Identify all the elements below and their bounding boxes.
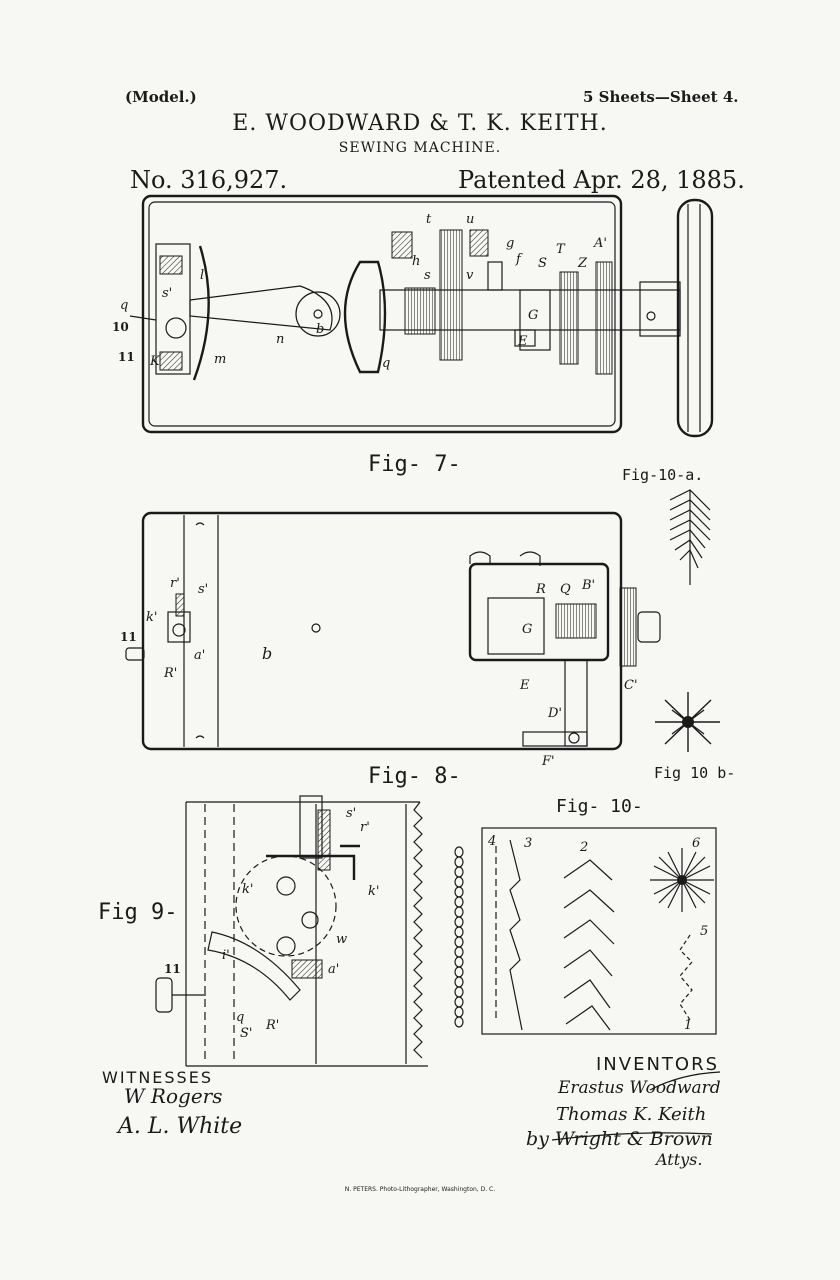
ref-letter: k' xyxy=(242,882,254,897)
fig10b-label: Fig 10 b- xyxy=(654,764,736,782)
patent-number: No. 316,927. xyxy=(130,166,288,194)
ref-number: 11 xyxy=(120,630,137,644)
ref-letter: r' xyxy=(170,576,180,591)
ref-number: 10 xyxy=(112,320,129,334)
fig7-drawing xyxy=(129,194,714,438)
inventors-line: E. WOODWARD & T. K. KEITH. xyxy=(232,111,608,136)
stitch-number: 4 xyxy=(488,834,497,849)
ref-letter: S' xyxy=(240,1026,253,1041)
ref-letter: T xyxy=(556,242,565,257)
ref-letter: g xyxy=(506,236,515,251)
ref-letter: q xyxy=(120,298,129,313)
witness-signature-2: A. L. White xyxy=(118,1114,243,1139)
ref-letter: R' xyxy=(164,666,178,681)
inventors-label: INVENTORS xyxy=(596,1054,720,1075)
stitch-number: 2 xyxy=(580,840,589,855)
ref-letter: k' xyxy=(146,610,158,625)
inventor-signature-1: Erastus Woodward xyxy=(558,1078,721,1098)
model-label: (Model.) xyxy=(125,88,197,106)
ref-letter: s' xyxy=(162,286,173,301)
ref-letter: G xyxy=(528,308,539,323)
fig7-label: Fig- 7- xyxy=(368,452,461,477)
ref-letter: i' xyxy=(222,948,230,963)
witnesses-label: WITNESSES xyxy=(102,1068,213,1087)
ref-letter: r' xyxy=(360,820,370,835)
fig9-drawing xyxy=(155,795,428,1067)
ref-letter: u xyxy=(466,212,475,227)
ref-letter: b xyxy=(262,644,273,663)
fig9-label: Fig 9- xyxy=(98,900,178,925)
ref-letter: F' xyxy=(542,754,555,769)
ref-letter: t xyxy=(426,212,432,227)
ref-letter: C' xyxy=(624,678,638,693)
ref-letter: A' xyxy=(594,236,607,251)
stitch-number: 5 xyxy=(700,924,709,939)
ref-number: 11 xyxy=(118,350,135,364)
attys-label: Attys. xyxy=(656,1150,703,1169)
stitch-number: 1 xyxy=(684,1018,693,1033)
ref-letter: k' xyxy=(368,884,380,899)
patent-date: Patented Apr. 28, 1885. xyxy=(458,166,745,194)
ref-letter: w xyxy=(336,932,348,947)
ref-number: 11 xyxy=(164,962,181,976)
ref-letter: Q xyxy=(560,582,571,597)
ref-letter: G xyxy=(522,622,533,637)
ref-letter: Z xyxy=(578,256,588,271)
ref-letter: K xyxy=(150,354,160,369)
ref-letter: f xyxy=(516,252,521,267)
ref-letter: m xyxy=(214,352,227,367)
ref-letter: a' xyxy=(194,648,206,663)
ref-letter: b xyxy=(316,322,325,337)
ref-letter: s' xyxy=(198,582,209,597)
witness-signature-1: W Rogers xyxy=(124,1084,223,1108)
fig10-drawing xyxy=(454,827,717,1035)
fig10-label: Fig- 10- xyxy=(556,796,643,817)
sheet-number: 5 Sheets—Sheet 4. xyxy=(583,88,739,106)
ref-letter: s xyxy=(424,268,431,283)
attorneys-signature: by Wright & Brown xyxy=(526,1128,713,1150)
ref-letter: h xyxy=(412,254,421,269)
ref-letter: R' xyxy=(266,1018,280,1033)
ref-letter: q xyxy=(382,356,391,371)
ref-letter: a' xyxy=(328,962,340,977)
stitch-number: 6 xyxy=(692,836,701,851)
ref-letter: R xyxy=(536,582,546,597)
ref-letter: S xyxy=(538,256,547,271)
ref-letter: v xyxy=(466,268,474,283)
ref-letter: D' xyxy=(548,706,562,721)
footer-credit: N. PETERS. Photo-Lithographer, Washingto… xyxy=(344,1186,496,1193)
inventor-signature-2: Thomas K. Keith xyxy=(556,1104,707,1125)
ref-letter: q xyxy=(236,1010,245,1025)
patent-title: SEWING MACHINE. xyxy=(338,140,502,156)
stitch-number: 3 xyxy=(524,836,533,851)
ref-letter: B' xyxy=(582,578,596,593)
fig8-drawing xyxy=(125,489,720,752)
ref-letter: l xyxy=(200,268,205,283)
ref-letter: E xyxy=(520,678,530,693)
ref-letter: n xyxy=(276,332,285,347)
fig10a-label: Fig-10-a. xyxy=(622,466,704,484)
ref-letter: s' xyxy=(346,806,357,821)
ref-letter: E xyxy=(518,334,528,349)
fig8-label: Fig- 8- xyxy=(368,764,461,789)
